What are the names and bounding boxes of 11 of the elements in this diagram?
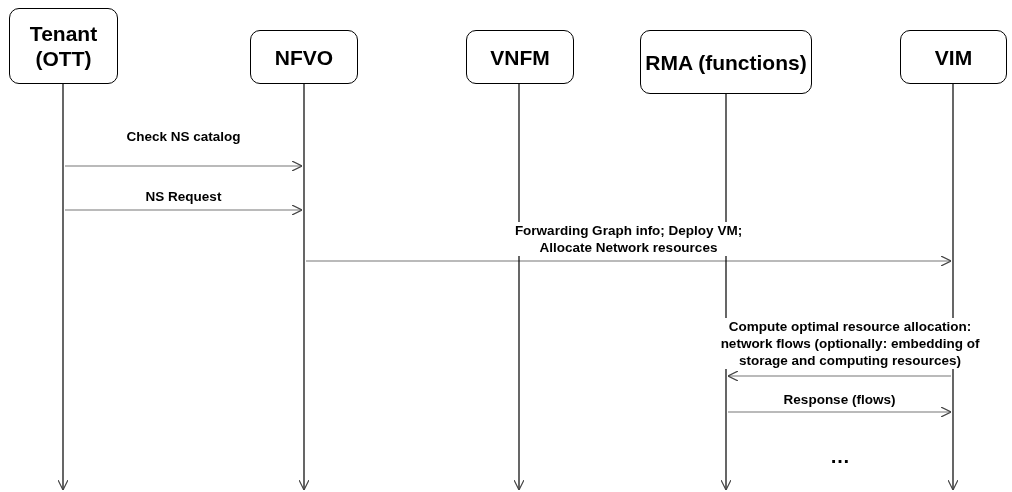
participant-box: NFVO [250,30,358,84]
message-arrow [727,406,952,418]
message-arrow [64,204,303,216]
message-arrow [64,160,303,172]
participant-box: VNFM [466,30,574,84]
participant-box: RMA (functions) [640,30,812,94]
ellipsis-note: … [830,445,850,468]
message-arrow [727,370,952,382]
participant-box: VIM [900,30,1007,84]
participant-box: Tenant (OTT) [9,8,118,84]
message-arrow [305,255,952,267]
